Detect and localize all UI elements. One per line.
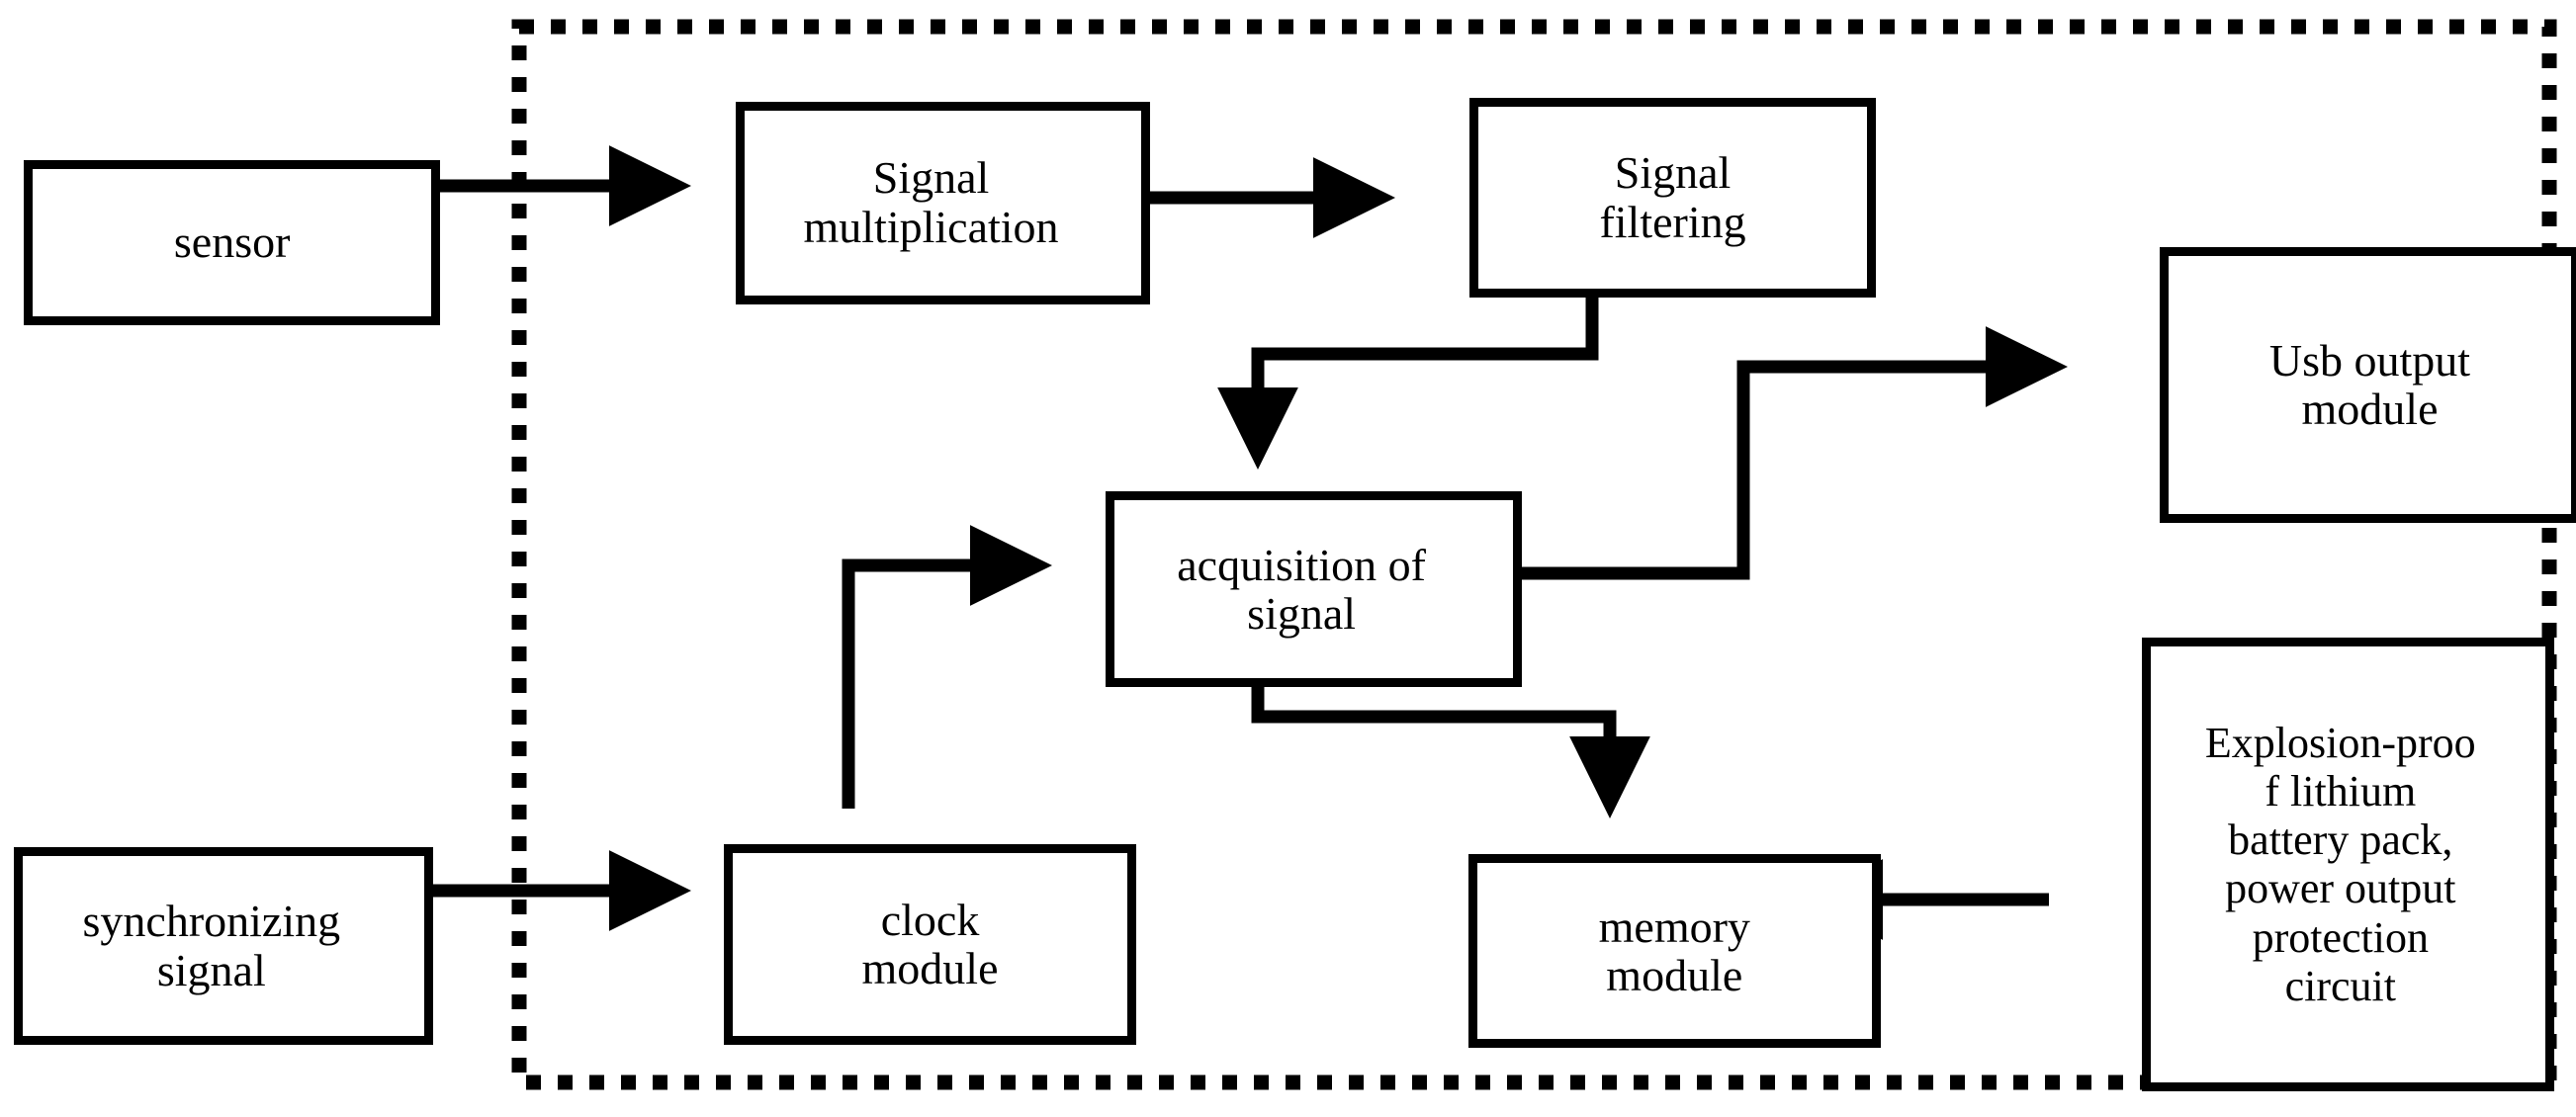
node-battery-label: Explosion-proo f lithium battery pack, p… [2204, 718, 2476, 1010]
node-memory-module-label: memory module [1598, 901, 1750, 1001]
node-acquisition-of-signal-label: acquisition of signal [1177, 539, 1426, 640]
node-synchronizing-signal[interactable]: synchronizing signal [13, 847, 434, 1045]
node-signal-multiplication-label: Signal multiplication [803, 152, 1059, 253]
node-synchronizing-signal-label: synchronizing signal [82, 896, 341, 996]
node-usb-output-module[interactable]: Usb output module [2159, 247, 2576, 523]
node-usb-output-module-label: Usb output module [2268, 334, 2471, 435]
node-signal-filtering-label: Signal filtering [1599, 147, 1746, 247]
node-signal-filtering[interactable]: Signal filtering [1469, 98, 1876, 298]
node-sensor-label: sensor [173, 216, 291, 268]
edge-acquisition-to-usb-output [1399, 326, 2068, 580]
node-memory-module[interactable]: memory module [1467, 854, 1881, 1049]
node-clock-module-label: clock module [861, 894, 999, 994]
node-sensor[interactable]: sensor [24, 159, 441, 325]
node-signal-multiplication[interactable]: Signal multiplication [736, 101, 1151, 304]
node-battery[interactable]: Explosion-proo f lithium battery pack, p… [2142, 637, 2555, 1091]
edge-clock-to-acquisition [842, 525, 1052, 809]
node-clock-module[interactable]: clock module [723, 843, 1137, 1045]
device-enclosure-boundary [511, 19, 2557, 1090]
edge-filtering-to-acquisition [1217, 287, 1599, 470]
node-acquisition-of-signal[interactable]: acquisition of signal [1105, 491, 1522, 688]
